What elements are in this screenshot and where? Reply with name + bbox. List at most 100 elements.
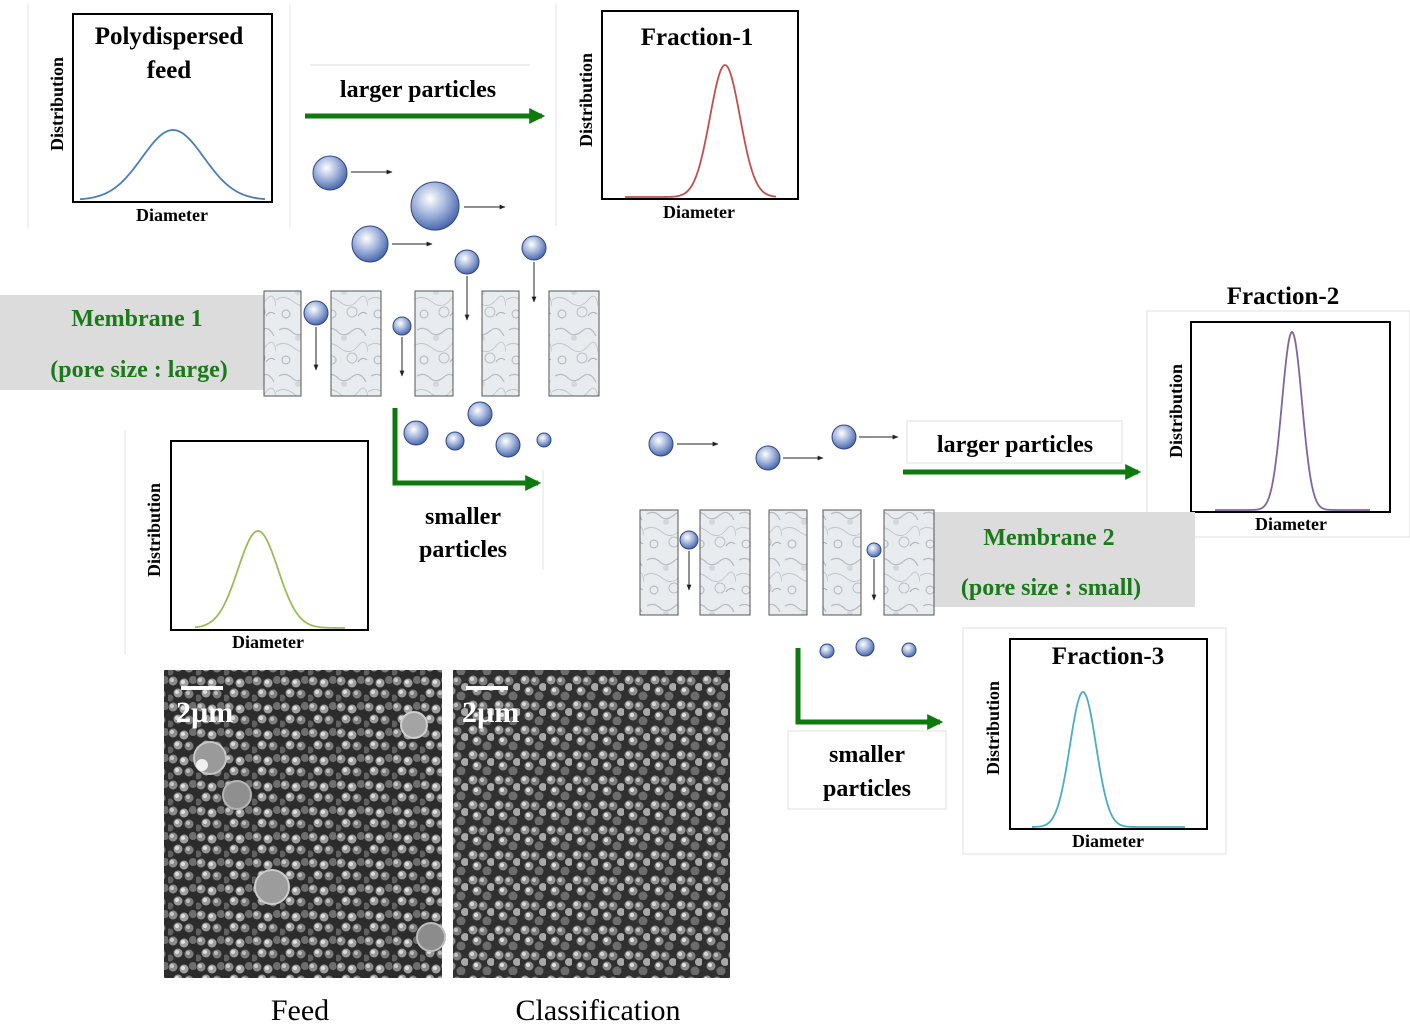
particle [445, 431, 465, 451]
membrane-block [768, 509, 808, 616]
large-particle [400, 711, 428, 739]
particle [755, 445, 781, 471]
smaller-particles-label-line-1: smaller [829, 742, 905, 768]
green-arrow-down-right [392, 408, 542, 492]
scale-bar-label: 2µm [462, 696, 519, 729]
particle [831, 424, 857, 450]
x-axis-label: Diameter [1072, 831, 1144, 851]
larger-particles-flow-1: larger particles [305, 64, 546, 125]
membrane-1-blocks [263, 290, 600, 397]
larger-particles-label: larger particles [340, 77, 496, 103]
plot-frame [1009, 638, 1208, 830]
intermediate-distribution-plot: Diameter Distribution [124, 430, 544, 655]
sem-images: 2µm 2µm Feed Classification [164, 670, 730, 1027]
particle [467, 401, 493, 427]
plot-title-line-1: Polydispersed [95, 23, 244, 50]
distribution-curve [1031, 691, 1185, 828]
plot-frame [1190, 321, 1391, 513]
particle [679, 530, 699, 550]
particle [648, 431, 674, 457]
membrane-block [699, 509, 751, 616]
large-particle [416, 922, 446, 952]
scale-bar [181, 686, 223, 690]
membrane-block [883, 509, 935, 616]
fraction-1-distribution-plot: Fraction-1 Diameter Distribution [555, 4, 799, 226]
y-axis-label: Distribution [144, 483, 164, 577]
fraction-2-distribution-plot: Fraction-2 Diameter Distribution [1146, 283, 1410, 538]
distribution-curve [194, 530, 345, 629]
y-axis-label: Distribution [1166, 364, 1186, 458]
large-particle [254, 869, 290, 905]
feed-distribution-plot: Polydispersed feed Diameter Distribution [27, 4, 291, 228]
plot-title-line-2: feed [147, 57, 192, 84]
membrane-1-section: Membrane 1 (pore size : large) [0, 290, 600, 397]
membrane-2-name: Membrane 2 [983, 525, 1114, 551]
plot-frame [72, 13, 273, 203]
particle [521, 235, 547, 261]
plot-title: Fraction-3 [1052, 643, 1164, 670]
sem-feed-image: 2µm [164, 670, 446, 978]
membrane-2-section: Membrane 2 (pore size : small) [639, 509, 1195, 616]
particle [855, 637, 875, 657]
membrane-block [414, 290, 454, 397]
particle [403, 420, 429, 446]
particle [392, 316, 412, 336]
smaller-particles-label-line-2: particles [823, 776, 911, 802]
y-axis-label: Distribution [983, 681, 1003, 775]
sem-micrograph [164, 670, 442, 978]
sem-micrograph [453, 670, 730, 978]
particle [410, 181, 460, 231]
particle [312, 155, 348, 191]
membrane-1-pore-size: (pore size : large) [50, 357, 227, 383]
membrane-block [481, 290, 520, 397]
smaller-particles-label-line-2: particles [419, 537, 507, 563]
x-axis-label: Diameter [1255, 514, 1327, 534]
particle [901, 642, 917, 658]
membrane-label-background [0, 295, 265, 390]
scale-bar [466, 686, 508, 690]
smaller-particles-flow-1: smaller particles [392, 408, 542, 563]
particles [303, 155, 917, 659]
plot-frame [601, 10, 799, 200]
particle [495, 432, 521, 458]
distribution-curve [79, 129, 266, 201]
plot-title: Fraction-2 [1227, 283, 1339, 310]
y-axis-label: Distribution [47, 57, 67, 151]
membrane-2-pore-size: (pore size : small) [961, 575, 1141, 601]
x-axis-label: Diameter [663, 202, 735, 222]
membrane-block [639, 509, 679, 616]
green-arrow-down-right [795, 648, 944, 731]
sem-caption-feed: Feed [271, 994, 329, 1027]
membrane-block [263, 290, 302, 397]
membrane-block [548, 290, 600, 397]
plot-frame [170, 440, 369, 631]
x-axis-label: Diameter [232, 632, 304, 652]
sem-classification-image: 2µm [453, 670, 730, 978]
sem-caption-classification: Classification [516, 994, 681, 1027]
membrane-block [822, 509, 862, 616]
membrane-block [330, 290, 382, 397]
particle [819, 643, 835, 659]
smaller-particles-flow-2: smaller particles [787, 648, 947, 810]
distribution-curve [625, 64, 777, 198]
larger-particles-label: larger particles [937, 432, 1093, 458]
plot-title: Fraction-1 [641, 24, 753, 51]
particle [351, 225, 389, 263]
membrane-1-name: Membrane 1 [71, 306, 202, 332]
smaller-particles-label-line-1: smaller [425, 504, 501, 530]
larger-particles-flow-2: larger particles [903, 420, 1142, 481]
fraction-3-distribution-plot: Fraction-3 Diameter Distribution [962, 627, 1227, 855]
membrane-2-blocks [639, 509, 935, 616]
particle [454, 249, 480, 275]
label-box [906, 420, 1123, 464]
y-axis-label: Distribution [576, 53, 596, 147]
distribution-curve [1215, 330, 1370, 511]
label-box [787, 730, 947, 810]
x-axis-label: Diameter [136, 205, 208, 225]
scale-bar-label: 2µm [176, 696, 233, 729]
particle [536, 432, 552, 448]
large-particle [222, 780, 252, 810]
large-particle-highlight [196, 759, 208, 771]
particle [866, 542, 882, 558]
